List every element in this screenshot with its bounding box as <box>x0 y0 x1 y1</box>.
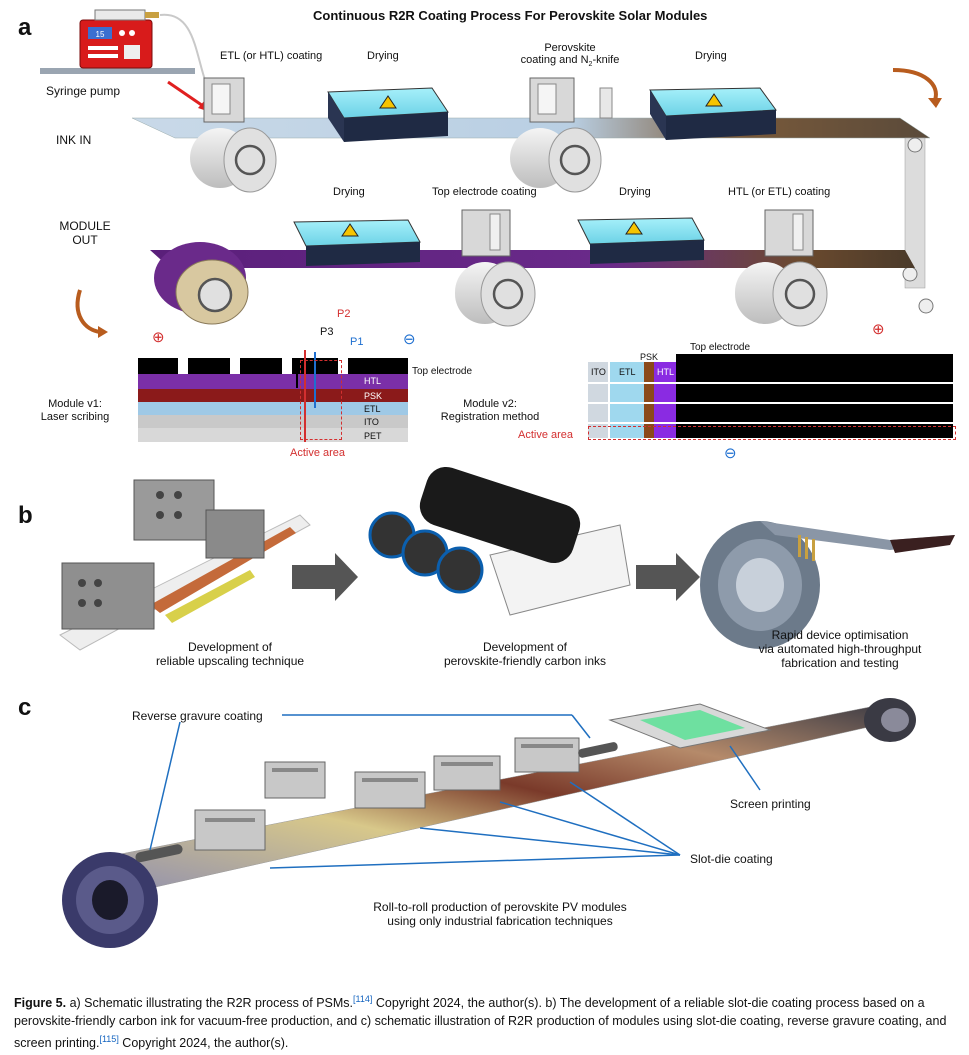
panel-b-letter: b <box>18 502 33 529</box>
caption-part-1: a) Schematic illustrating the R2R proces… <box>66 996 354 1011</box>
v2-label-htl: HTL <box>657 367 675 377</box>
bottom-roll-2 <box>735 261 828 327</box>
label-p3: P3 <box>320 326 334 338</box>
slot-die-head-3 <box>354 771 426 809</box>
module-out-roll <box>154 242 249 325</box>
label-reverse-gravure: Reverse gravure coating <box>132 709 263 723</box>
r2r-process-schematic: 15 <box>40 9 942 338</box>
caption-part-2: Copyright 2024, the author(s). b) The de… <box>14 996 947 1051</box>
minus-terminal-icon: ⊖ <box>403 331 416 348</box>
dryer-4 <box>577 217 705 264</box>
reference-115-link[interactable]: [115] <box>99 1034 119 1045</box>
slot-die-head-2 <box>264 761 326 799</box>
screen-printer-illustration <box>608 703 772 749</box>
carbon-ink-rollers-illustration <box>368 466 631 616</box>
process-arrow-icon <box>636 553 700 601</box>
caption-upscaling: Development of reliable upscaling techni… <box>155 640 305 668</box>
slot-die-head-htl <box>764 209 814 257</box>
label-htl-coating: HTL (or ETL) coating <box>728 186 831 198</box>
module-v1-top-electrode: Top electrode <box>412 366 473 377</box>
layer-label-psk: PSK <box>364 391 383 401</box>
slot-die-head-top-electrode <box>461 209 511 257</box>
caption-rapid-optimisation: Rapid device optimisation via automated … <box>758 628 922 670</box>
panel-a-title: Continuous R2R Coating Process For Perov… <box>313 8 708 23</box>
svg-text:15: 15 <box>96 30 105 39</box>
figure-caption: Figure 5. a) Schematic illustrating the … <box>14 990 959 1052</box>
syringe-pump-icon: 15 <box>40 9 213 96</box>
psk-layer <box>138 389 408 402</box>
v2-label-active-area: Active area <box>518 429 574 441</box>
label-slot-die: Slot-die coating <box>690 852 773 866</box>
module-v2-title: Module v2: Registration method <box>440 398 540 423</box>
caption-carbon-inks: Development of perovskite-friendly carbo… <box>443 640 607 668</box>
figure-label: Figure 5. <box>14 996 67 1011</box>
bottom-roll-1 <box>455 261 536 327</box>
module-v1-stack <box>138 350 408 442</box>
v2-minus-terminal-icon: ⊖ <box>724 445 737 462</box>
curved-arrow-icon <box>892 68 938 101</box>
label-top-electrode-coating: Top electrode coating <box>432 186 537 198</box>
v2-plus-terminal-icon: ⊕ <box>872 321 885 338</box>
slot-die-head-4 <box>433 755 501 791</box>
v2-label-top-electrode: Top electrode <box>690 342 751 353</box>
slot-die-head-etl <box>203 77 245 123</box>
caption-part-3: Copyright 2024, the author(s). <box>118 1036 289 1051</box>
label-module-out: MODULE OUT <box>59 219 111 247</box>
panel-c-production-line <box>62 698 916 948</box>
slot-die-head-perovskite <box>529 77 613 123</box>
process-arrow-icon <box>292 553 358 601</box>
dryer-3 <box>293 219 421 266</box>
v2-label-ito: ITO <box>591 367 606 377</box>
label-drying-2: Drying <box>695 50 727 62</box>
label-drying-1: Drying <box>367 50 399 62</box>
dryer-2 <box>649 87 777 140</box>
label-etl-coating: ETL (or HTL) coating <box>220 50 323 62</box>
left-coil-roll <box>62 852 158 948</box>
htl-layer <box>138 374 408 389</box>
panel-a-letter: a <box>18 14 32 41</box>
label-perovskite-coating: Perovskite coating and N2-knife <box>520 42 620 69</box>
top-roll-1 <box>190 127 277 193</box>
layer-label-ito: ITO <box>364 417 379 427</box>
label-p2: P2 <box>337 308 351 320</box>
v2-label-etl: ETL <box>619 367 636 377</box>
pet-layer <box>138 428 408 442</box>
slot-die-heads-illustration <box>59 479 311 651</box>
label-ink-in: INK IN <box>56 133 92 147</box>
module-v1-title: Module v1: Laser scribing <box>40 398 110 423</box>
slot-die-head-1 <box>194 809 266 851</box>
label-drying-3: Drying <box>333 186 365 198</box>
reference-114-link[interactable]: [114] <box>353 994 373 1004</box>
label-p1: P1 <box>350 336 364 348</box>
plus-terminal-icon: ⊕ <box>152 329 165 346</box>
coiled-module-illustration <box>700 521 955 649</box>
slot-die-head-5 <box>514 737 580 773</box>
label-drying-4: Drying <box>619 186 651 198</box>
dryer-1 <box>327 87 449 142</box>
top-roll-2 <box>510 127 602 193</box>
label-screen-printing: Screen printing <box>730 797 811 811</box>
ito-layer <box>138 415 408 428</box>
caption-r2r-production: Roll-to-roll production of perovskite PV… <box>373 900 627 928</box>
layer-label-etl: ETL <box>364 404 381 414</box>
panel-c-letter: c <box>18 694 32 721</box>
gravure-roll-right <box>578 742 618 758</box>
module-v1-active-area: Active area <box>290 447 346 459</box>
gravure-roll-left <box>135 844 183 863</box>
right-coil-roll <box>864 698 916 742</box>
label-syringe-pump: Syringe pump <box>46 84 121 98</box>
etl-layer <box>138 402 408 415</box>
module-v2-stack <box>588 354 956 444</box>
layer-label-htl: HTL <box>364 376 382 386</box>
layer-label-pet: PET <box>364 431 382 441</box>
v2-label-psk: PSK <box>640 352 659 362</box>
curved-arrow-icon <box>75 289 101 334</box>
panel-b-illustrations <box>59 466 955 651</box>
